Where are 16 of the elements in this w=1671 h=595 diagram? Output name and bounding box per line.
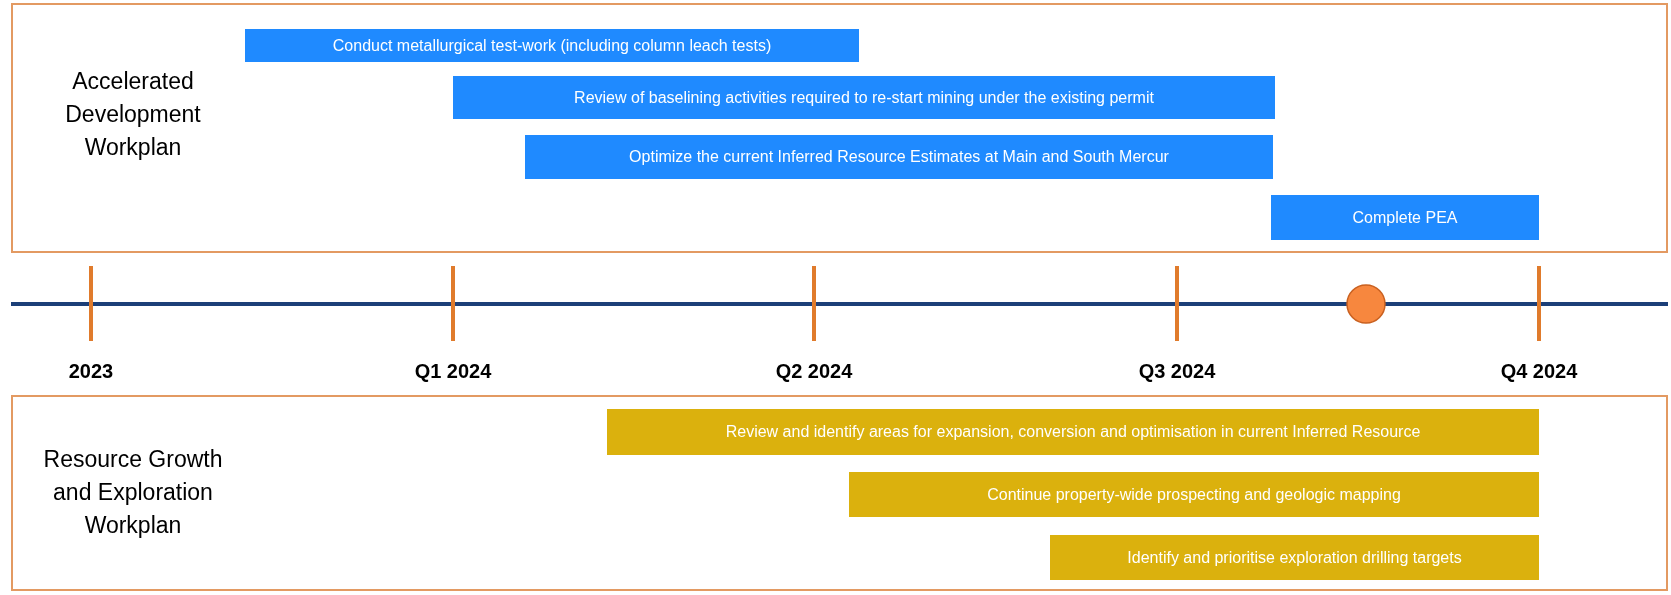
quarter-label: 2023 — [68, 360, 114, 383]
task-bar: Identify and prioritise exploration drilling targets — [1050, 535, 1539, 580]
quarter-label: Q3 2024 — [1138, 360, 1216, 383]
task-bar: Review and identify areas for expansion, conversion and optimisation in current Inferred Resource — [607, 409, 1539, 455]
task-bar: Continue property-wide prospecting and geologic mapping — [849, 472, 1539, 517]
workplan-panel — [11, 395, 1668, 591]
task-bar: Conduct metallurgical test-work (including column leach tests) — [245, 29, 859, 62]
quarter-label: Q2 2024 — [775, 360, 853, 383]
task-bar: Complete PEA — [1271, 195, 1539, 240]
quarter-label: Q4 2024 — [1500, 360, 1578, 383]
task-bar: Optimize the current Inferred Resource Estimates at Main and South Mercur — [525, 135, 1273, 179]
quarter-label: Q1 2024 — [414, 360, 492, 383]
workplan-heading: Accelerated Development Workplan — [64, 67, 202, 162]
workplan-heading: Resource Growth and Exploration Workplan — [42, 445, 224, 540]
task-bar: Review of baselining activities required to re-start mining under the existing permit — [453, 76, 1275, 119]
workplan-panel — [11, 3, 1668, 253]
